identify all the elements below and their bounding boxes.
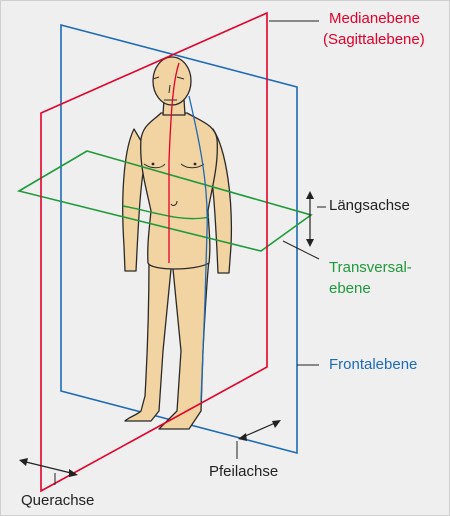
label-pfeilachse: Pfeilachse	[209, 462, 278, 481]
sagittal-axis-arrow-icon	[238, 420, 281, 441]
longitudinal-axis-arrow-icon	[306, 191, 314, 247]
label-sagittalebene: (Sagittalebene)	[323, 30, 425, 49]
label-transversalebene-line1: Transversal-	[329, 258, 412, 277]
label-laengsachse: Längsachse	[329, 196, 410, 215]
label-medianebene: Medianebene	[329, 9, 420, 28]
label-transversalebene-line2: ebene	[329, 279, 371, 298]
label-frontalebene: Frontalebene	[329, 355, 417, 374]
label-querachse: Querachse	[21, 491, 94, 510]
human-figure-icon	[123, 57, 232, 429]
transverse-axis-arrow-icon	[19, 458, 78, 477]
